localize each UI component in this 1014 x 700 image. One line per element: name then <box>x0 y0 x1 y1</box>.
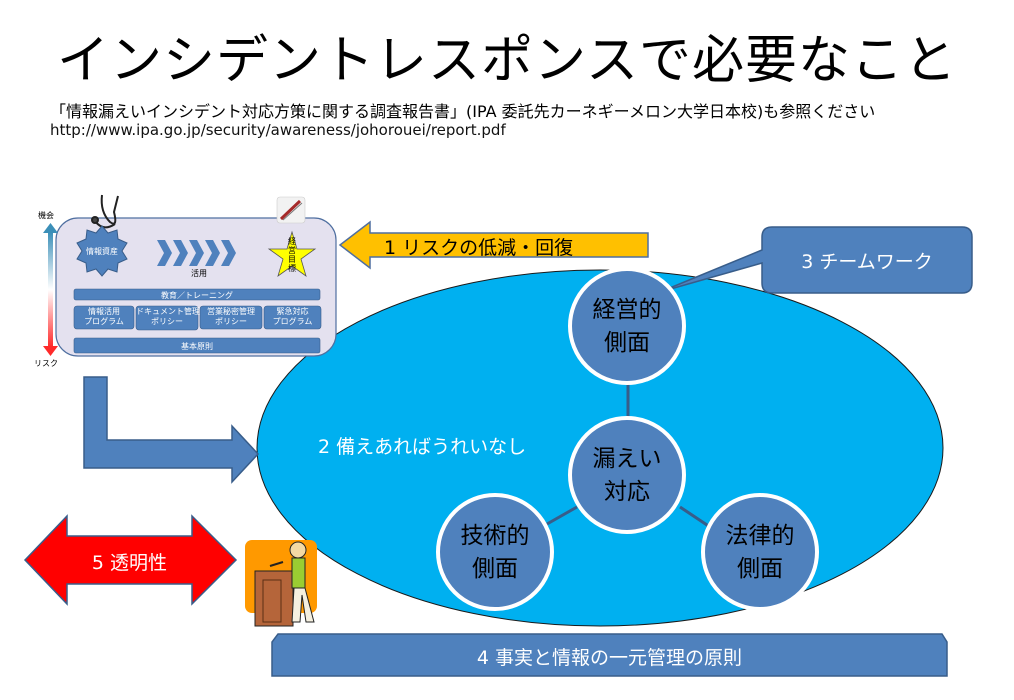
circle-line: 経営的 <box>592 297 662 323</box>
goal-char: 標 <box>288 264 296 273</box>
pillar-line: ドキュメント管理 <box>136 307 200 316</box>
pillar-label: 営業秘密管理 ポリシー <box>200 307 262 327</box>
transparency-label: 5 透明性 <box>91 552 168 574</box>
leak-response-circle <box>568 416 686 534</box>
speaker-podium-icon <box>245 540 317 627</box>
circle-line: 側面 <box>737 556 783 582</box>
pillar-line: プログラム <box>84 317 124 326</box>
single-source-principle-bar <box>271 633 948 677</box>
pillar-box <box>135 305 199 331</box>
training-bar <box>73 288 321 301</box>
technical-aspect-circle <box>436 493 554 611</box>
transparency-arrow <box>23 514 238 606</box>
goal-char: 経 <box>288 237 296 246</box>
chevron-arrows <box>157 240 236 266</box>
base-principles-label: 基本原則 <box>181 342 213 351</box>
information-asset-badge <box>76 225 128 277</box>
preparedness-label: 2 備えあればうれいなし <box>318 436 527 458</box>
pillar-label: 情報活用 プログラム <box>74 307 134 327</box>
training-label: 教育／トレーニング <box>161 291 233 300</box>
management-aspect-label: 経営的 側面 <box>570 294 684 360</box>
goal-char: 目 <box>288 255 296 264</box>
reference-note: 「情報漏えいインシデント対応方策に関する調査報告書」(IPA 委託先カーネギーメ… <box>50 102 876 121</box>
goal-char: 営 <box>288 246 296 255</box>
axis-down-arrowhead <box>43 346 58 356</box>
pillar-box <box>263 305 322 330</box>
pen-icon <box>276 196 306 224</box>
leak-response-label: 漏えい 対応 <box>570 443 684 509</box>
opportunity-risk-axis <box>48 232 53 347</box>
circle-line: 法律的 <box>725 523 795 549</box>
pillar-label: ドキュメント管理 ポリシー <box>136 307 200 327</box>
utilize-label: 活用 <box>191 269 207 278</box>
slide-title: インシデントレスポンスで必要なこと <box>57 31 957 91</box>
pillar-line: ポリシー <box>151 317 183 326</box>
pillar-label: 緊急対応 プログラム <box>264 307 321 327</box>
business-goal-star <box>267 230 317 277</box>
axis-bottom-label: リスク <box>34 359 58 368</box>
base-principles-bar <box>73 337 321 354</box>
pillar-line: ポリシー <box>215 317 247 326</box>
axis-up-arrowhead <box>43 223 58 233</box>
pillar-line: 営業秘密管理 <box>207 307 255 316</box>
pillar-box <box>73 305 135 330</box>
teamwork-label: 3 チームワーク <box>801 251 933 273</box>
pillar-line: 緊急対応 <box>276 307 309 316</box>
circle-line: 側面 <box>604 330 650 356</box>
circle-line: 側面 <box>472 556 518 582</box>
reference-url[interactable]: http://www.ipa.go.jp/security/awareness/… <box>50 121 506 139</box>
l-arrow <box>83 376 260 484</box>
pillar-line: 情報活用 <box>88 307 120 316</box>
risk-reduction-label: 1 リスクの低減・回復 <box>384 237 574 259</box>
single-source-principle-label: 4 事実と情報の一元管理の原則 <box>476 647 743 669</box>
circle-line: 技術的 <box>460 523 530 549</box>
risk-reduction-arrow <box>338 220 649 270</box>
circle-line: 漏えい <box>592 446 662 472</box>
pillar-box <box>199 305 263 330</box>
information-asset-label: 情報資産 <box>86 247 118 256</box>
management-aspect-circle <box>568 267 686 385</box>
circle-line: 対応 <box>604 479 650 505</box>
legal-aspect-circle <box>701 493 819 611</box>
legal-aspect-label: 法律的 側面 <box>703 520 817 586</box>
teamwork-callout <box>659 226 973 294</box>
technical-aspect-label: 技術的 側面 <box>438 520 552 586</box>
pillar-line: プログラム <box>272 317 313 326</box>
stethoscope-icon <box>91 194 119 229</box>
axis-top-label: 機会 <box>38 211 54 220</box>
